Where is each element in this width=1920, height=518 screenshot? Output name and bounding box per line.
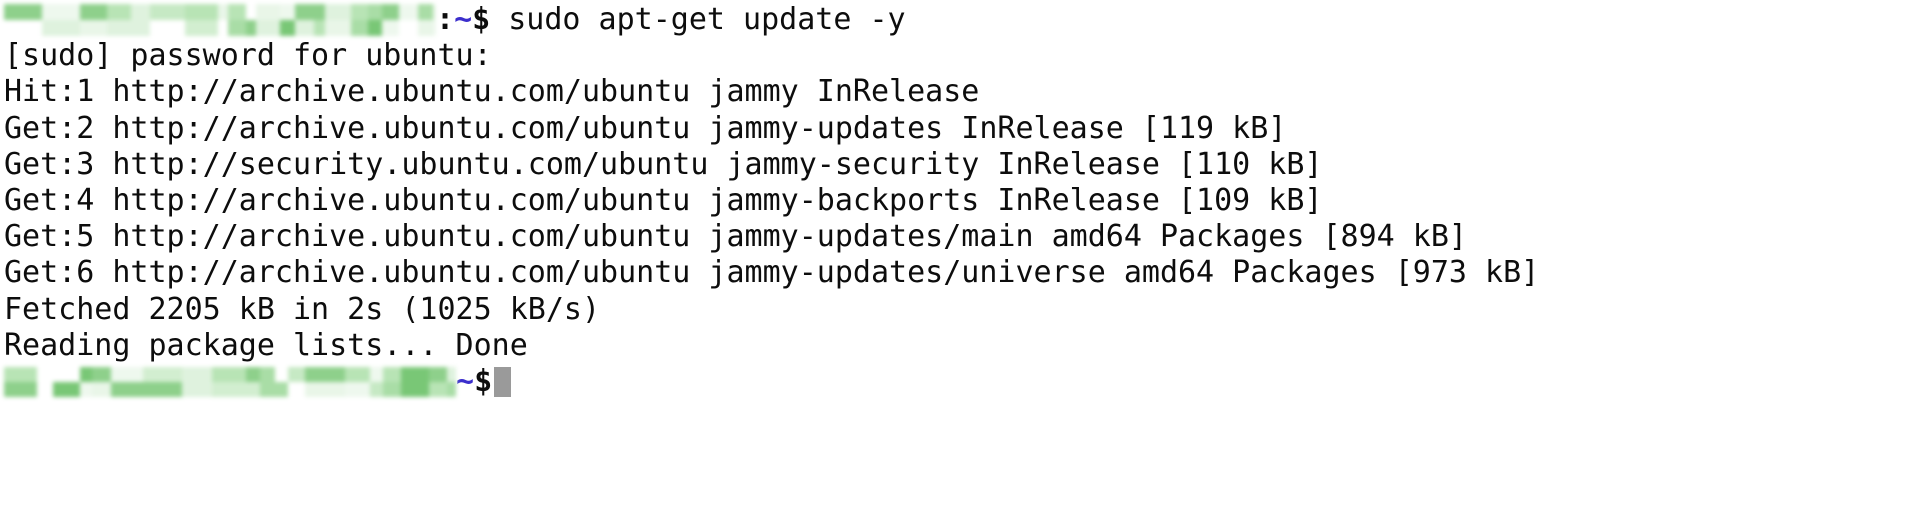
prompt-sigil: $	[472, 2, 491, 37]
final-prompt-sigil: $	[474, 363, 493, 399]
output-line: Get:6 http://archive.ubuntu.com/ubuntu j…	[4, 255, 1920, 291]
output-line: Hit:1 http://archive.ubuntu.com/ubuntu j…	[4, 74, 1920, 110]
output-text: Hit:1 http://archive.ubuntu.com/ubuntu j…	[4, 74, 980, 110]
output-text: Get:3 http://security.ubuntu.com/ubuntu …	[4, 146, 1323, 182]
redacted-user-host	[4, 366, 456, 397]
output-line: [sudo] password for ubuntu:	[4, 38, 1920, 74]
output-text: [sudo] password for ubuntu:	[4, 38, 492, 74]
terminal-final-prompt-line: ~$	[4, 364, 1920, 400]
output-line: Get:5 http://archive.ubuntu.com/ubuntu j…	[4, 219, 1920, 255]
output-line: Get:3 http://security.ubuntu.com/ubuntu …	[4, 147, 1920, 183]
terminal-prompt-line: :~$ sudo apt-get update -y	[4, 2, 1920, 38]
final-prompt-path: ~	[456, 363, 475, 399]
output-text: Get:5 http://archive.ubuntu.com/ubuntu j…	[4, 219, 1467, 255]
output-line: Reading package lists... Done	[4, 328, 1920, 364]
command-text: sudo apt-get update -y	[490, 2, 906, 37]
output-text: Get:4 http://archive.ubuntu.com/ubuntu j…	[4, 182, 1323, 218]
output-line: Fetched 2205 kB in 2s (1025 kB/s)	[4, 292, 1920, 328]
text-cursor[interactable]	[494, 366, 512, 397]
output-line: Get:4 http://archive.ubuntu.com/ubuntu j…	[4, 183, 1920, 219]
prompt-path: ~	[454, 2, 473, 37]
output-line: Get:2 http://archive.ubuntu.com/ubuntu j…	[4, 111, 1920, 147]
prompt-separator: :	[436, 2, 455, 37]
output-text: Fetched 2205 kB in 2s (1025 kB/s)	[4, 291, 601, 327]
output-text: Get:6 http://archive.ubuntu.com/ubuntu j…	[4, 255, 1540, 291]
redacted-user-host	[4, 4, 436, 37]
output-text: Get:2 http://archive.ubuntu.com/ubuntu j…	[4, 110, 1287, 146]
output-text: Reading package lists... Done	[4, 327, 528, 363]
